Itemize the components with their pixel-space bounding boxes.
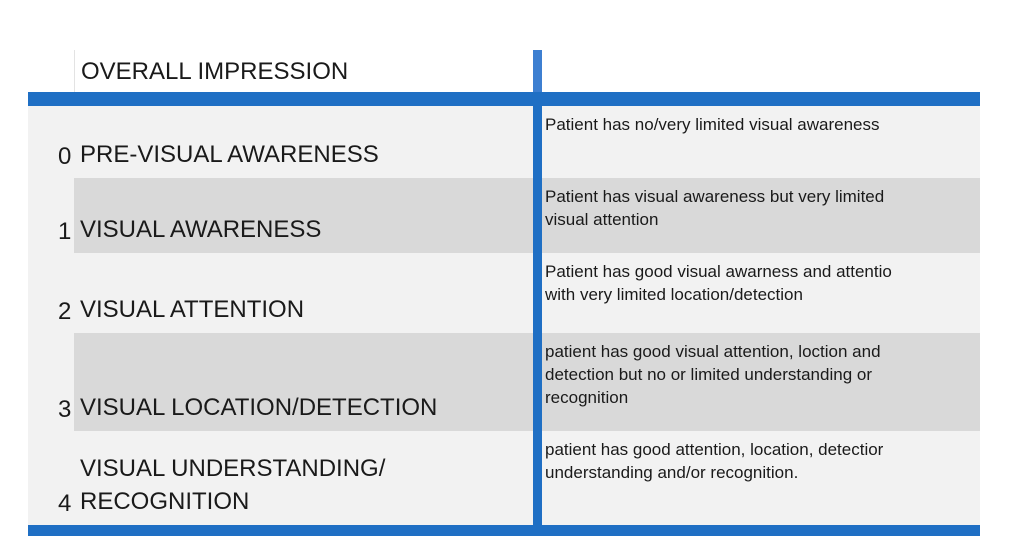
level-number: 4 bbox=[58, 490, 72, 517]
header-right-cell bbox=[535, 50, 980, 92]
table-row: 3 VISUAL LOCATION/DETECTION patient has … bbox=[28, 333, 980, 431]
header-label-cell: OVERALL IMPRESSION bbox=[74, 50, 535, 92]
level-description: patient has good visual attention, locti… bbox=[545, 342, 881, 407]
table-row: 0 PRE-VISUAL AWARENESS Patient has no/ve… bbox=[28, 106, 980, 178]
level-label: VISUAL AWARENESS bbox=[80, 216, 322, 243]
header-rule bbox=[28, 92, 980, 106]
level-description: Patient has visual awareness but very li… bbox=[545, 187, 885, 229]
level-number: 0 bbox=[58, 143, 72, 170]
header-row: OVERALL IMPRESSION bbox=[28, 50, 980, 92]
column-divider-top bbox=[533, 50, 542, 92]
level-label: VISUAL LOCATION/DETECTION bbox=[80, 394, 438, 421]
table-row: 1 VISUAL AWARENESS Patient has visual aw… bbox=[28, 178, 980, 253]
bottom-rule bbox=[28, 525, 980, 536]
header-left-cell: OVERALL IMPRESSION bbox=[28, 50, 535, 92]
impression-table: OVERALL IMPRESSION 0 PRE-VISUAL AWARENES… bbox=[28, 50, 980, 536]
level-number: 1 bbox=[58, 218, 72, 245]
level-label: VISUAL ATTENTION bbox=[80, 296, 305, 323]
level-description: Patient has no/very limited visual aware… bbox=[545, 115, 880, 134]
header-title: OVERALL IMPRESSION bbox=[81, 58, 349, 85]
table-row: 2 VISUAL ATTENTION Patient has good visu… bbox=[28, 253, 980, 333]
column-divider bbox=[533, 50, 542, 536]
table-row: 4 VISUAL UNDERSTANDING/ RECOGNITION pati… bbox=[28, 431, 980, 525]
level-number: 3 bbox=[58, 396, 72, 423]
level-description: Patient has good visual awarness and att… bbox=[545, 262, 892, 304]
level-label: PRE-VISUAL AWARENESS bbox=[80, 141, 379, 168]
level-number: 2 bbox=[58, 298, 72, 325]
level-description: patient has good attention, location, de… bbox=[545, 440, 884, 482]
level-label: VISUAL UNDERSTANDING/ RECOGNITION bbox=[80, 455, 386, 515]
